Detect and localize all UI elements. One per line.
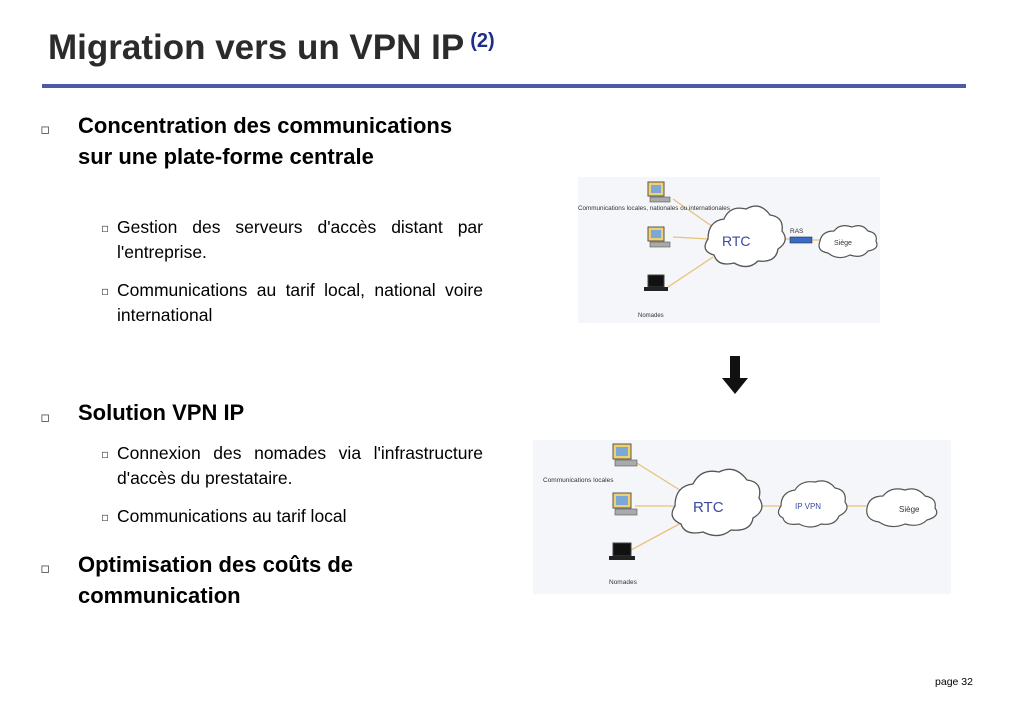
nomades-label: Nomades [609,579,638,586]
square-bullet-icon: ▫ [101,284,110,298]
cloud-siege-label: Siège [834,240,852,247]
diagram-rtc-ipvpn: Communications locales Nomades RTC IP VP… [533,440,951,594]
square-bullet-icon: ▫ [40,408,51,426]
monitor-icon [612,492,638,516]
diagram-rtc-ras: Communications locales, nationales ou in… [578,177,880,323]
title-text: Migration vers un VPN IP [48,28,465,67]
bullet-2-text: Solution VPN IP [78,400,245,425]
page-number: page 32 [935,676,973,688]
bullet-1-sub-2: Communications au tarif local, national … [117,280,483,325]
monitor-icon [647,181,671,203]
square-bullet-icon: ▫ [40,120,51,138]
square-bullet-icon: ▫ [101,510,110,524]
monitor-icon [647,226,671,248]
laptop-icon [644,274,668,291]
title-divider [42,84,966,88]
bullet-2-sub-1: Connexion des nomades via l'infrastructu… [117,443,483,488]
nomades-label: Nomades [638,313,664,319]
square-bullet-icon: ▫ [101,447,110,461]
bullet-1-sub-1: Gestion des serveurs d'accès distant par… [117,217,483,262]
square-bullet-icon: ▫ [40,559,51,577]
title-superscript: (2) [470,30,495,52]
cloud-rtc-label: RTC [693,499,724,516]
diagram-bottom-left-label: Communications locales [543,477,614,484]
arrow-down-icon [722,356,748,394]
cloud-siege-label: Siège [899,505,920,514]
monitor-icon [612,443,638,467]
laptop-icon [609,542,635,560]
cloud-ipvpn-label: IP VPN [795,502,821,511]
cloud-rtc-label: RTC [722,233,751,249]
ras-label: RAS [790,228,804,235]
square-bullet-icon: ▫ [101,221,110,235]
bullet-3-text: Optimisation des coûts de communication [78,552,354,608]
bullet-2-sub-2: Communications au tarif local [117,506,347,526]
bullet-1-text: Concentration des communications sur une… [78,113,453,169]
diagram-top-left-label: Communications locales, nationales ou in… [578,205,730,212]
slide-title: Migration vers un VPN IP(2) [48,28,495,68]
